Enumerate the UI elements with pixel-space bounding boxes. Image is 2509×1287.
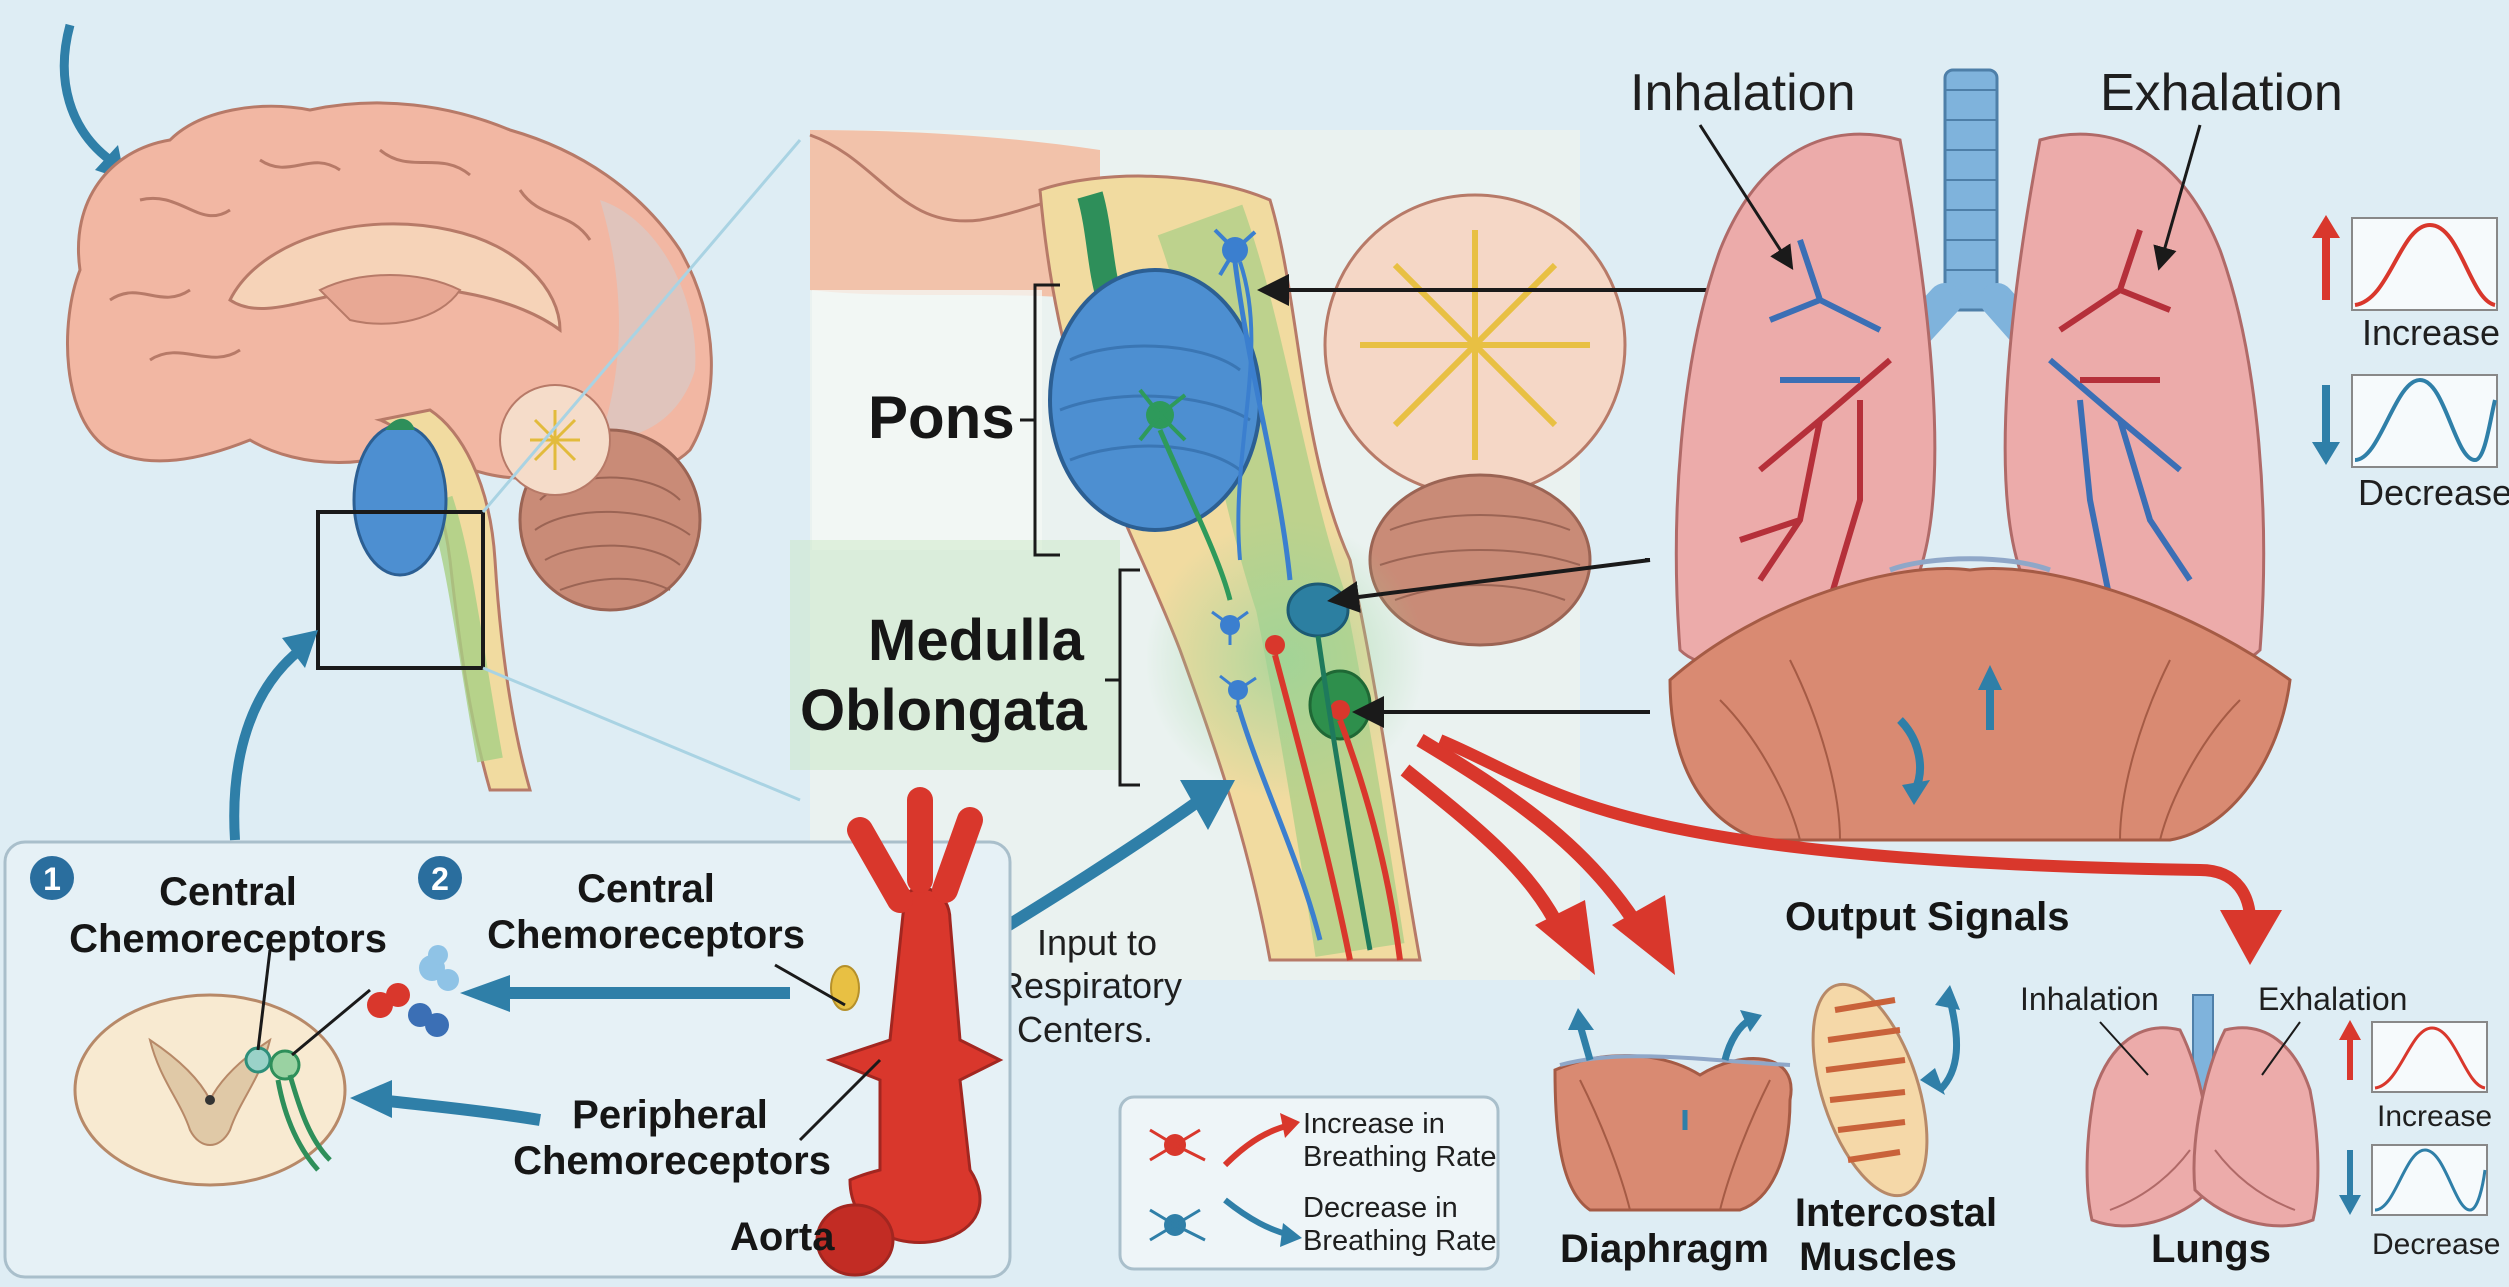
chemoreceptor-panel [5,800,1010,1277]
legend-decrease-line2: Breathing Rate [1303,1225,1496,1257]
central-chemo-2-line1: Central [577,867,715,911]
input-label-line2: Respiratory [998,965,1182,1006]
legend-increase-line2: Breathing Rate [1303,1141,1496,1173]
aorta-label: Aorta [730,1215,835,1259]
small-inhalation-label: Inhalation [2020,981,2159,1017]
step-2-number: 2 [431,861,449,897]
inhalation-label: Inhalation [1630,64,1856,122]
lungs-illustration [1670,70,2290,840]
top-left-curved-arrow [64,25,125,180]
decrease-graph [2312,375,2497,467]
legend-increase-line1: Increase in [1303,1108,1445,1140]
legend-decrease-line1: Decrease in [1303,1192,1458,1224]
pons-label: Pons [868,384,1015,451]
increase-graph [2312,215,2497,310]
medulla-label-line2: Oblongata [800,678,1088,743]
output-signals-label: Output Signals [1785,895,2069,939]
increase-label: Increase [2362,312,2500,353]
diaphragm-label: Diaphragm [1560,1227,1769,1271]
medulla-label-line1: Medulla [868,608,1085,673]
brain-illustration [68,103,800,800]
ribcage-illustration [1790,971,1960,1210]
small-decrease-graph [2339,1145,2487,1215]
small-increase-graph [2339,1020,2487,1092]
step-1-number: 1 [43,861,61,897]
input-label-line3: Centers. [1017,1009,1153,1050]
central-chemo-1-line1: Central [159,870,297,914]
small-exhalation-label: Exhalation [2258,981,2407,1017]
decrease-label: Decrease [2358,472,2509,513]
diaphragm-illustration [1555,1008,1791,1210]
central-chemo-1-line2: Chemoreceptors [69,917,387,961]
small-increase-label: Increase [2377,1100,2492,1133]
peripheral-chemo-line2: Chemoreceptors [513,1139,831,1183]
lungs-label: Lungs [2151,1227,2271,1271]
intercostal-label-line1: Intercostal [1795,1191,1997,1235]
central-chemo-2-line2: Chemoreceptors [487,913,805,957]
input-label-line1: Input to [1037,922,1157,963]
chemo-to-brain-arrow [234,630,318,840]
exhalation-label: Exhalation [2100,64,2343,122]
intercostal-label-line2: Muscles [1799,1235,1957,1279]
small-lungs-illustration [2087,995,2318,1226]
peripheral-chemo-line1: Peripheral [572,1093,768,1137]
small-decrease-label: Decrease [2372,1228,2500,1261]
